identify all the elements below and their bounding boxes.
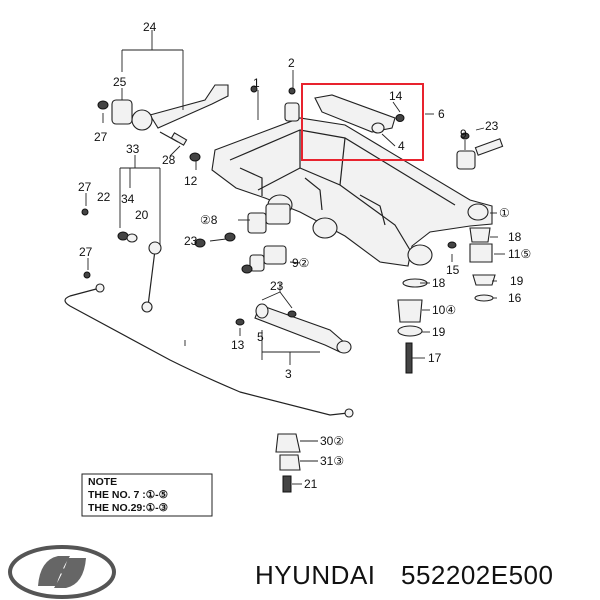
note-box: NOTE THE NO. 7 :①-⑤ THE NO.29:①-③	[81, 473, 213, 517]
callout-23-mid: 23	[184, 234, 198, 248]
callout-19-top: 19	[510, 274, 524, 288]
callout-5: 5	[257, 330, 264, 344]
callout-23-low: 23	[270, 279, 284, 293]
callout-15: 15	[446, 263, 460, 277]
callout-28: 28	[162, 153, 176, 167]
hyundai-logo-icon	[8, 545, 116, 599]
trailing-arm-assembly	[97, 84, 229, 146]
callout-3: 3	[285, 367, 292, 381]
part-number: 552202E500	[401, 560, 553, 590]
callout-1: 1	[253, 76, 260, 90]
callout-21: 21	[304, 477, 318, 491]
callout-9: 9	[460, 127, 467, 141]
callout-18-top: 18	[508, 230, 522, 244]
callout-25: 25	[113, 75, 127, 89]
callout-27-mid: 27	[78, 180, 92, 194]
highlight-box	[301, 83, 424, 161]
callout-11: 11⑤	[508, 247, 531, 261]
callout-19-low: 19	[432, 325, 446, 339]
lower-arm-assembly	[235, 203, 352, 354]
note-line-2: THE NO.29:①-③	[88, 502, 169, 514]
callout-2: 2	[288, 56, 295, 70]
callout-6: 6	[438, 107, 445, 121]
callout-27-top: 27	[94, 130, 108, 144]
callout-8: ②8	[200, 213, 218, 227]
callout-12: 12	[184, 174, 198, 188]
callout-34: 34	[121, 192, 135, 206]
callout-33: 33	[126, 142, 140, 156]
rear-subframe	[211, 117, 493, 267]
note-title: NOTE	[88, 476, 117, 488]
callout-27-low: 27	[79, 245, 93, 259]
callout-17: 17	[428, 351, 442, 365]
callout-20: 20	[135, 208, 149, 222]
callout-16: 16	[508, 291, 522, 305]
stabilizer-bar	[64, 208, 354, 418]
callout-labels: 24 25 27 28 33 27 22 34 20 27 1 2 14 6 4…	[78, 20, 531, 491]
callout-10: 10④	[432, 303, 456, 317]
callout-22: 22	[97, 190, 111, 204]
callout-13: 13	[231, 338, 245, 352]
callout-14: 14	[389, 89, 403, 103]
callout-18-low: 18	[432, 276, 446, 290]
note-line-1: THE NO. 7 :①-⑤	[88, 489, 169, 501]
callout-9-lower: 9②	[292, 256, 309, 270]
leader-lines	[85, 30, 505, 485]
callout-30: 30②	[320, 434, 344, 448]
callout-24: 24	[143, 20, 157, 34]
upper-arm-assembly	[314, 94, 405, 134]
callout-23-top: 23	[485, 119, 499, 133]
bushings-hardware	[189, 85, 504, 493]
brand-name: HYUNDAI	[255, 560, 376, 590]
callout-4: 4	[398, 139, 405, 153]
callout-31: 31③	[320, 454, 344, 468]
callout-7: ①	[499, 206, 510, 220]
